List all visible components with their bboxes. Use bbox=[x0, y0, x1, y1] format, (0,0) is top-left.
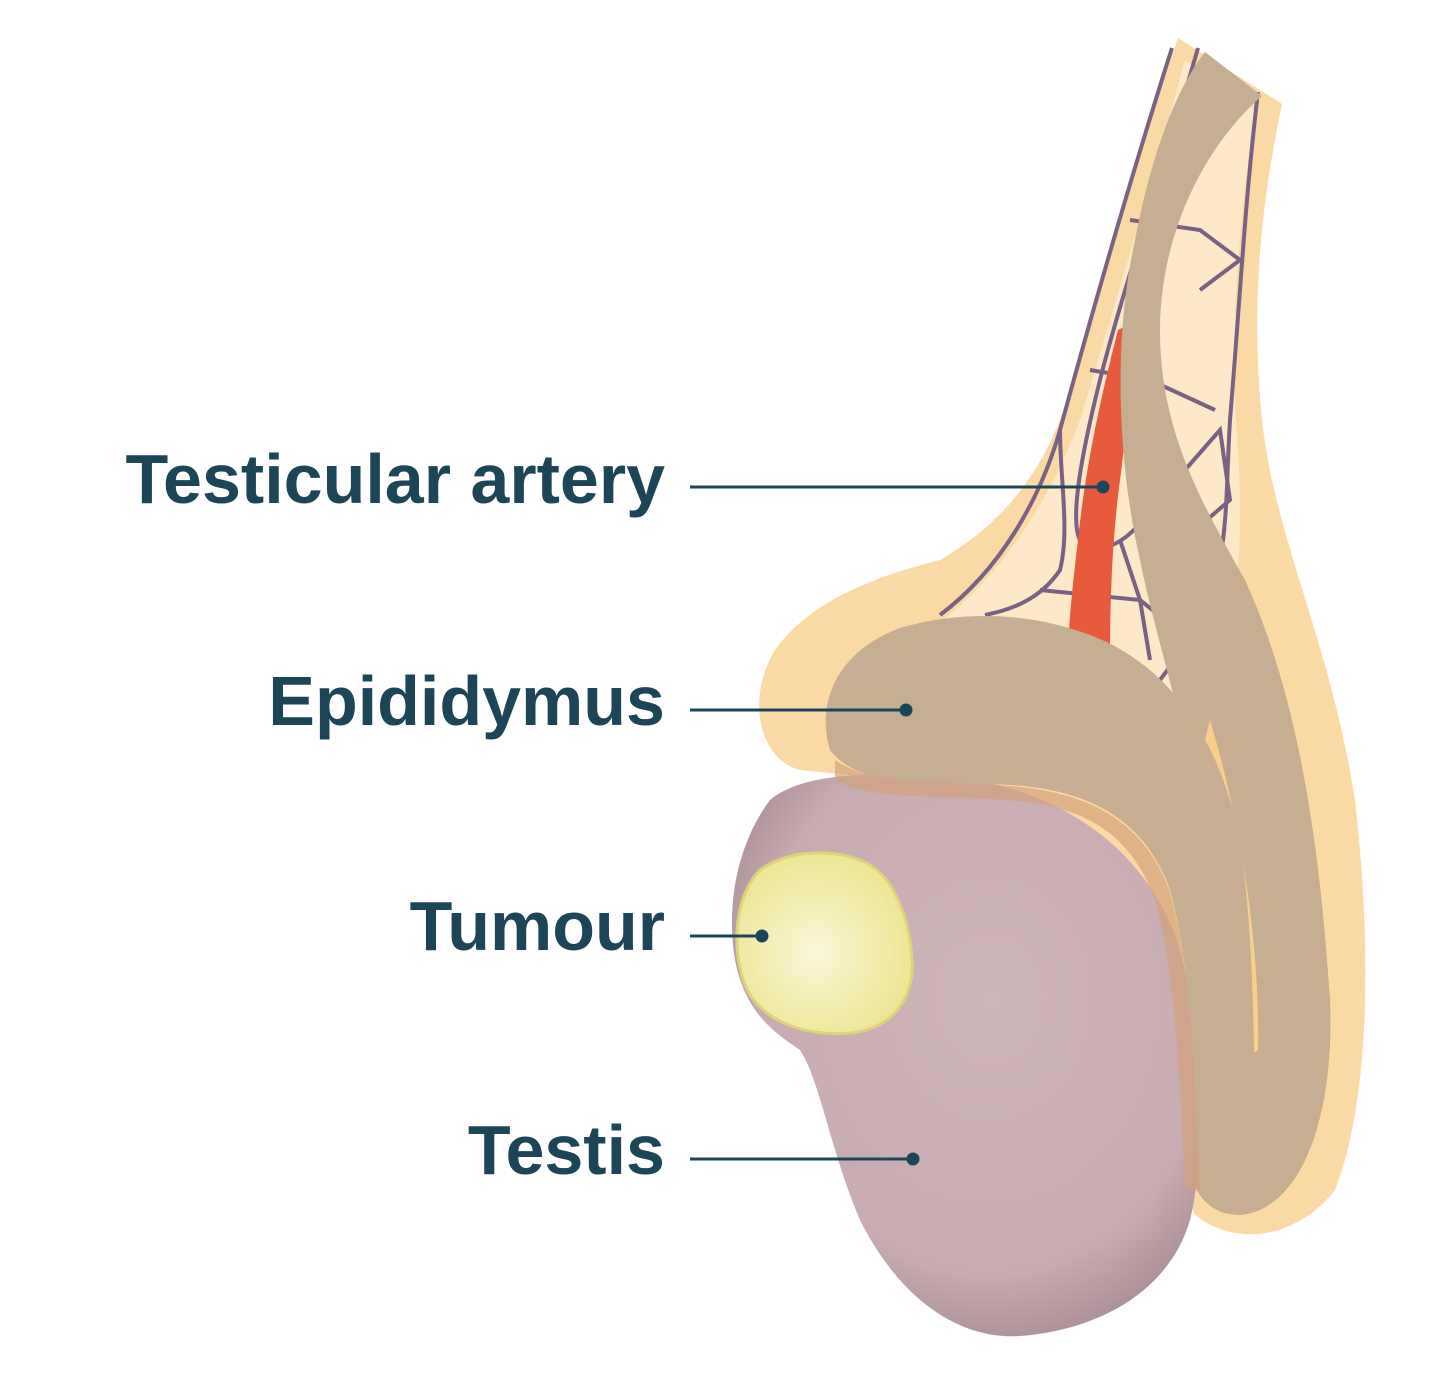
vas-deferens bbox=[1120, 52, 1331, 1215]
testis-pointer-dot bbox=[906, 1152, 920, 1166]
label-epididymus: Epididymus bbox=[268, 662, 665, 740]
tumour-pointer-dot bbox=[755, 929, 769, 943]
label-testis: Testis bbox=[468, 1111, 665, 1189]
leader-lines bbox=[690, 480, 1110, 1166]
label-testicular-artery: Testicular artery bbox=[125, 440, 665, 518]
epididymus-pointer-dot bbox=[899, 703, 913, 717]
artery-pointer-dot bbox=[1096, 480, 1110, 494]
label-tumour: Tumour bbox=[410, 887, 665, 965]
tumour bbox=[735, 851, 914, 1035]
epididymus bbox=[825, 615, 1255, 1190]
